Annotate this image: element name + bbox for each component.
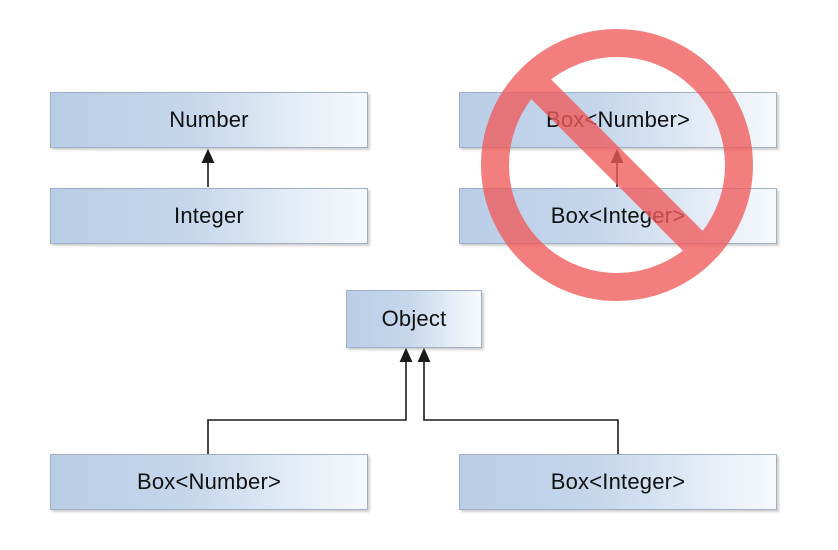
- box-number-subtype-box: Box<Number>: [50, 454, 368, 510]
- box-integer-box: Box<Integer>: [459, 188, 777, 244]
- integer-box: Integer: [50, 188, 368, 244]
- object-box: Object: [346, 290, 482, 348]
- number-box: Number: [50, 92, 368, 148]
- box-integer-subtype-box: Box<Integer>: [459, 454, 777, 510]
- arrow-box-integer-to-object: [417, 347, 619, 454]
- box-number-box: Box<Number>: [459, 92, 777, 148]
- arrow-box-number-to-object: [207, 347, 413, 454]
